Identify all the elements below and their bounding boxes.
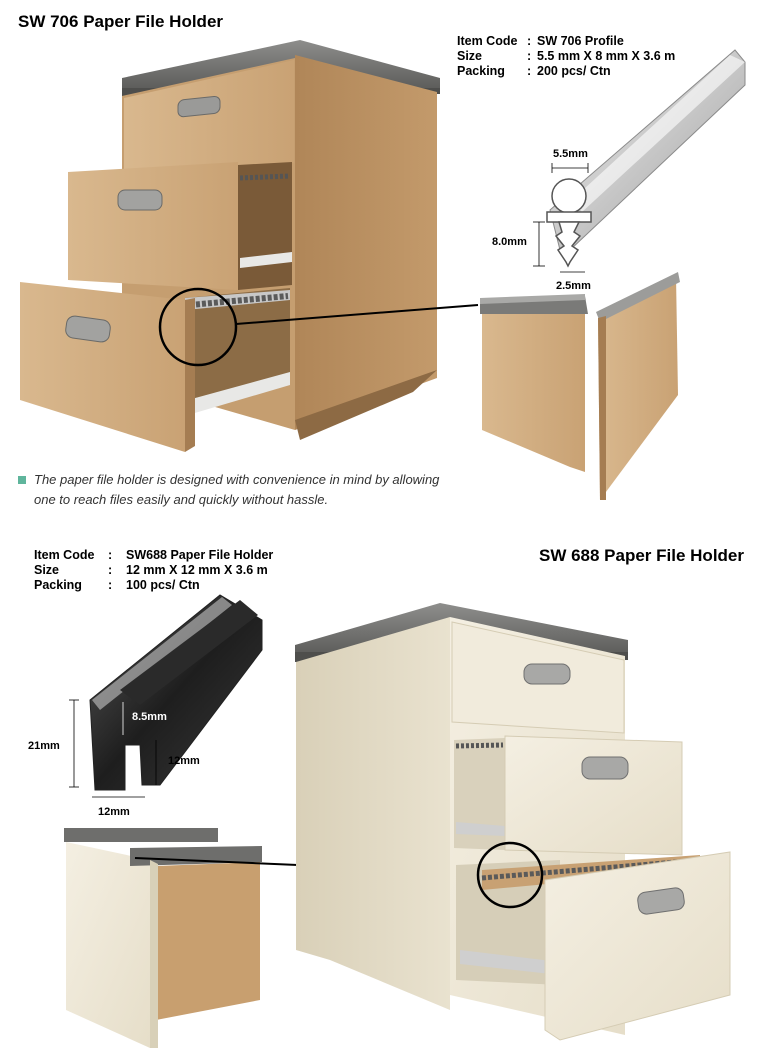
dim-height: 21mm <box>28 740 60 752</box>
dim-height: 8.0mm <box>492 236 527 248</box>
spec-row: Item Code : SW688 Paper File Holder <box>34 548 273 563</box>
spec-sep: : <box>108 548 113 562</box>
spec-value: SW 706 Profile <box>537 34 624 48</box>
spec-label: Item Code <box>457 34 518 48</box>
spec-sep: : <box>527 34 532 48</box>
dim-width-top: 5.5mm <box>553 148 588 160</box>
spec-label: Size <box>34 563 60 577</box>
section2-title: SW 688 Paper File Holder <box>538 546 744 565</box>
section2-specs: Item Code : SW688 Paper File Holder Size… <box>34 548 273 593</box>
spec-row: Packing : 200 pcs/ Ctn <box>457 64 675 79</box>
spec-row: Item Code : SW 706 Profile <box>457 34 675 49</box>
spec-sep: : <box>527 49 532 63</box>
section1-title: SW 706 Paper File Holder <box>18 12 224 31</box>
dim-inner: 8.5mm <box>132 711 167 723</box>
spec-sep: : <box>108 578 113 592</box>
description-line: The paper file holder is designed with c… <box>34 472 440 487</box>
spec-value: 100 pcs/ Ctn <box>126 578 200 592</box>
section1-description: The paper file holder is designed with c… <box>34 470 439 510</box>
spec-row: Packing : 100 pcs/ Ctn <box>34 578 273 593</box>
cream-cabinet <box>295 603 731 1041</box>
spec-row: Size : 12 mm X 12 mm X 3.6 m <box>34 563 273 578</box>
wood-cabinet <box>20 40 479 452</box>
spec-sep: : <box>527 64 532 78</box>
spec-row: Size : 5.5 mm X 8 mm X 3.6 m <box>457 49 675 64</box>
sw688-profile <box>69 594 263 798</box>
wood-panel-detail <box>480 272 680 500</box>
spec-value: 200 pcs/ Ctn <box>537 64 611 78</box>
sw706-profile <box>533 49 746 273</box>
spec-label: Size <box>457 49 483 63</box>
spec-value: 12 mm X 12 mm X 3.6 m <box>126 563 268 577</box>
cream-panel-detail <box>64 828 486 1048</box>
dim-width-bottom: 2.5mm <box>556 280 591 292</box>
section1-specs: Item Code : SW 706 Profile Size : 5.5 mm… <box>457 34 675 79</box>
spec-sep: : <box>108 563 113 577</box>
spec-label: Packing <box>34 578 82 592</box>
dim-width: 12mm <box>98 806 130 818</box>
description-line: one to reach files easily and quickly wi… <box>34 492 329 507</box>
spec-value: SW688 Paper File Holder <box>126 548 274 562</box>
dim-side: 12mm <box>168 755 200 767</box>
spec-value: 5.5 mm X 8 mm X 3.6 m <box>537 49 676 63</box>
spec-label: Item Code <box>34 548 95 562</box>
spec-label: Packing <box>457 64 505 78</box>
bullet-icon <box>18 471 26 489</box>
